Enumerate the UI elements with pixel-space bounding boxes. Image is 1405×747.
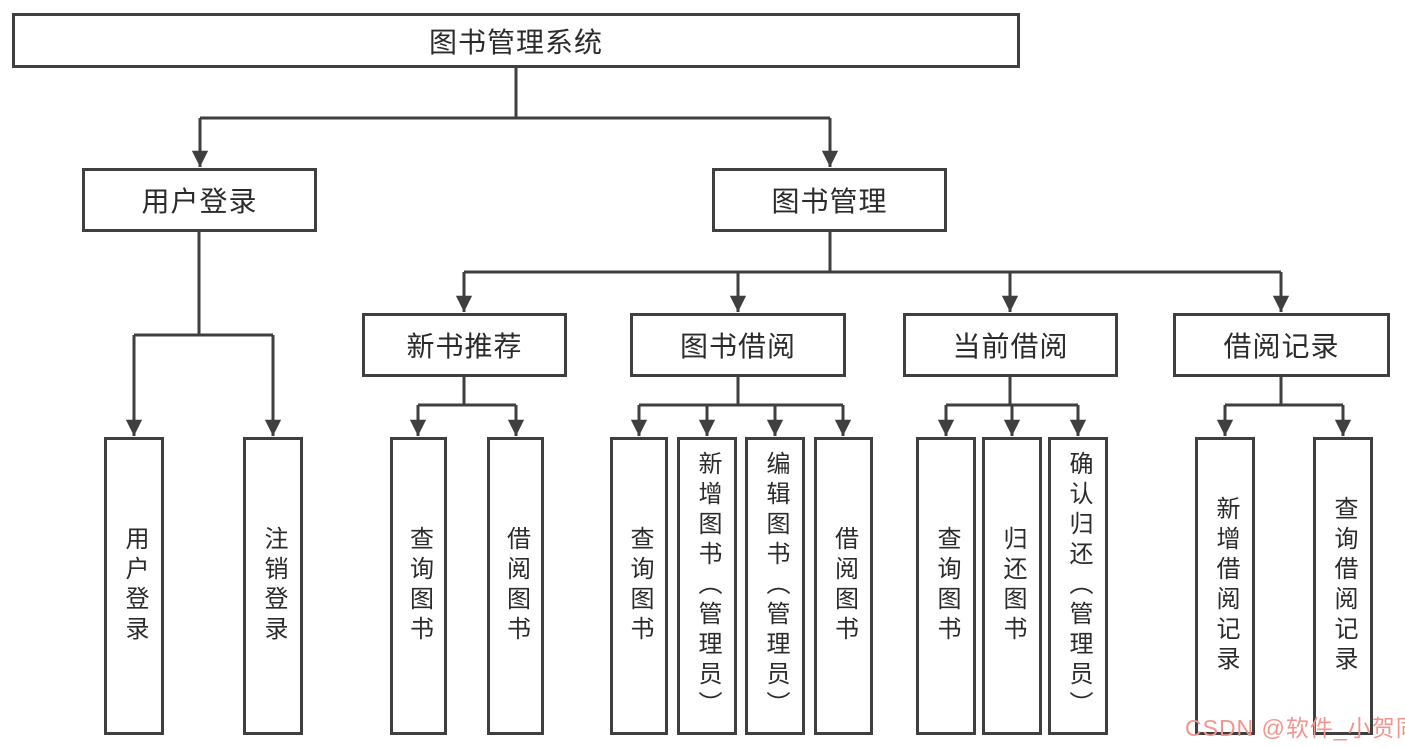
node-label: 当前借阅 <box>952 331 1069 362</box>
leaf-borrow-books-recommend: 借阅图书 <box>487 437 544 735</box>
leaf-query-borrow-record: 查询借阅记录 <box>1313 437 1373 735</box>
leaf-user-login: 用户登录 <box>104 437 164 735</box>
node-user-login: 用户登录 <box>82 168 317 232</box>
node-label: 图书管理 <box>771 186 888 217</box>
node-label: 查询图书 <box>405 526 433 646</box>
leaf-query-books-recommend: 查询图书 <box>390 437 447 735</box>
node-label: 图书管理系统 <box>428 26 603 58</box>
leaf-query-books-current: 查询图书 <box>916 437 976 735</box>
node-label: 用户登录 <box>141 186 258 217</box>
node-label: 图书借阅 <box>679 331 796 362</box>
node-label: 查询借阅记录 <box>1330 496 1357 676</box>
node-label: 新增图书（管理员） <box>694 451 721 721</box>
node-label: 确认归还（管理员） <box>1065 451 1092 721</box>
leaf-borrow-books: 借阅图书 <box>814 437 873 735</box>
leaf-edit-books-admin: 编辑图书（管理员） <box>745 437 805 735</box>
csdn-watermark: CSDN @软件_小贺同学 <box>1185 715 1405 741</box>
node-current-borrowing: 当前借阅 <box>903 313 1118 377</box>
node-label: 新增借阅记录 <box>1212 496 1239 676</box>
node-book-borrowing: 图书借阅 <box>630 313 846 377</box>
node-new-book-recommendation: 新书推荐 <box>362 313 567 377</box>
node-label: 查询图书 <box>626 526 653 646</box>
leaf-return-books: 归还图书 <box>982 437 1042 735</box>
node-label: 借阅记录 <box>1223 331 1340 362</box>
node-label: 编辑图书（管理员） <box>762 451 789 721</box>
leaf-add-books-admin: 新增图书（管理员） <box>677 437 737 735</box>
node-book-management: 图书管理 <box>712 168 947 232</box>
node-label: 注销登录 <box>260 526 287 646</box>
leaf-query-books-borrow: 查询图书 <box>610 437 668 735</box>
node-label: 新书推荐 <box>406 331 523 362</box>
node-label: 归还图书 <box>999 526 1026 646</box>
leaf-confirm-return-admin: 确认归还（管理员） <box>1048 437 1108 735</box>
leaf-add-borrow-record: 新增借阅记录 <box>1195 437 1255 735</box>
node-label: 借阅图书 <box>502 526 530 646</box>
node-label: 用户登录 <box>121 526 148 646</box>
node-label: 查询图书 <box>933 526 960 646</box>
node-label: 借阅图书 <box>830 526 858 646</box>
leaf-logout: 注销登录 <box>243 437 303 735</box>
node-borrowing-records: 借阅记录 <box>1173 313 1390 377</box>
node-library-system: 图书管理系统 <box>12 13 1020 68</box>
